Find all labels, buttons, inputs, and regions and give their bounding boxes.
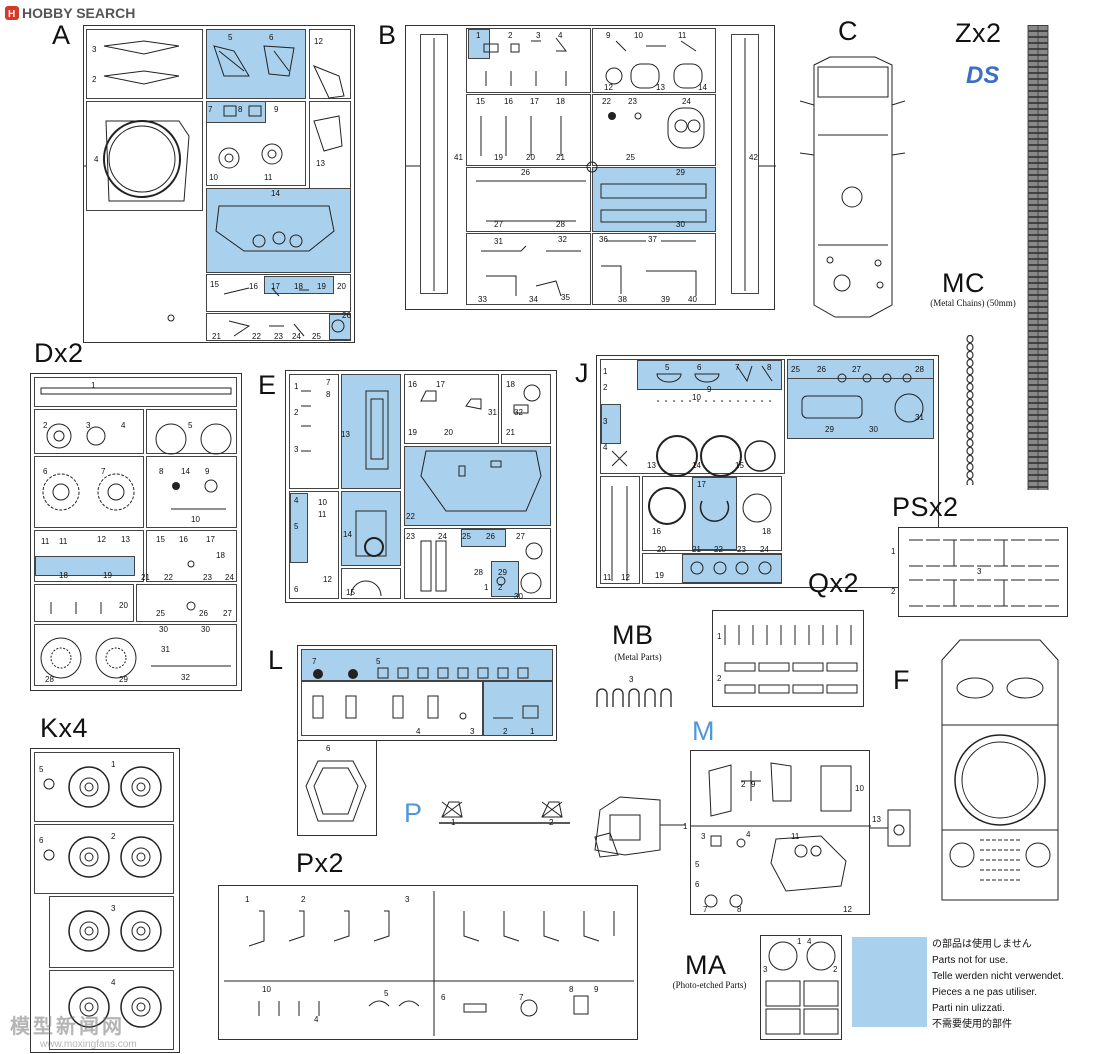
mc-subtitle: (Metal Chains) (50mm)	[930, 298, 1016, 308]
sprue-label-px2: Px2	[296, 848, 345, 878]
chain-links-icon	[965, 335, 975, 485]
logo-mark-icon: H	[5, 6, 19, 20]
hull-part-c	[800, 45, 905, 320]
mb-staples-icon	[596, 688, 672, 707]
p-parts-icon	[439, 801, 570, 824]
sprue-l-lower: 6	[297, 741, 377, 836]
sprue-label-l: L	[268, 645, 284, 675]
sprue-label-f: F	[893, 665, 910, 695]
sprue-label-c: C	[838, 16, 858, 46]
ma-fret-icon	[765, 941, 839, 1035]
legend-line-jp: の部品は使用しません	[932, 939, 1032, 950]
legend-text: の部品は使用しません Parts not for use. Telle werd…	[932, 937, 1087, 1033]
ds-logo-text: DS	[966, 62, 1000, 89]
part-label-mb: MB	[612, 620, 654, 650]
sprue-l-parts-icon	[312, 667, 539, 720]
sprue-a-parts-icon	[84, 40, 345, 337]
k-roadwheels-icon	[43, 766, 162, 1028]
logo-text: HOBBY SEARCH	[22, 5, 136, 21]
sprue-px-parts-icon	[224, 891, 634, 1036]
hull-f-icon	[941, 639, 1059, 901]
sprue-b-parts-icon	[406, 37, 776, 297]
ma-subtitle: (Photo-etched Parts)	[672, 980, 747, 990]
sprue-label-e: E	[258, 370, 277, 400]
legend-line-de: Telle werden nicht verwendet.	[932, 971, 1064, 982]
sprue-d-parts-icon	[40, 387, 232, 679]
part-label-kx4: Kx4	[40, 713, 89, 743]
hull-c-icon	[800, 56, 905, 318]
sprue-label-p: P	[404, 798, 423, 828]
legend-line-fr: Pieces a ne pas utiliser.	[932, 987, 1038, 998]
part-label-zx2: Zx2	[955, 18, 1002, 48]
sprue-j-parts-icon	[611, 365, 924, 581]
sprue-m-parts-icon	[691, 762, 871, 908]
sprue-label-dx2: Dx2	[34, 338, 84, 368]
ds-logo: DS	[966, 62, 1012, 92]
turret-icon	[594, 796, 685, 858]
hull-part-f	[930, 630, 1070, 908]
track-links-icon	[1027, 25, 1049, 490]
watermark: 模型新闻网 www.moxingfans.com	[10, 1010, 220, 1050]
part-label-qx2: Qx2	[808, 568, 860, 598]
ds-track	[1027, 25, 1049, 490]
sprue-label-b: B	[378, 20, 397, 50]
legend-line-en: Parts not for use.	[932, 955, 1009, 966]
svg-text:H: H	[8, 9, 15, 20]
sprue-e-parts-icon	[301, 384, 543, 597]
m13-part: 13	[870, 808, 912, 848]
ps-parts-icon	[909, 539, 1059, 607]
q-parts-icon	[724, 625, 858, 694]
legend-line-it: Parti nin ulizzati.	[932, 1003, 1005, 1014]
m13-icon	[870, 809, 911, 847]
l6-hatch-icon	[305, 760, 367, 822]
sprue-label-m: M	[692, 716, 715, 746]
part-label-psx2: PSx2	[892, 492, 959, 522]
sprue-label-a: A	[52, 20, 71, 50]
legend-line-cn: 不需要使用的部件	[932, 1019, 1012, 1030]
watermark-url: www.moxingfans.com	[40, 1039, 137, 1050]
not-used-swatch	[852, 937, 927, 1027]
watermark-cn: 模型新闻网	[10, 1016, 125, 1038]
sprue-label-j: J	[575, 358, 589, 388]
mb-subtitle: (Metal Parts)	[614, 652, 662, 662]
metal-parts-mb: 3	[593, 672, 673, 712]
metal-chain	[965, 335, 975, 485]
part-label-ma: MA	[685, 950, 727, 980]
part-label-mc: MC	[942, 268, 985, 298]
turret-assembly	[590, 795, 685, 860]
